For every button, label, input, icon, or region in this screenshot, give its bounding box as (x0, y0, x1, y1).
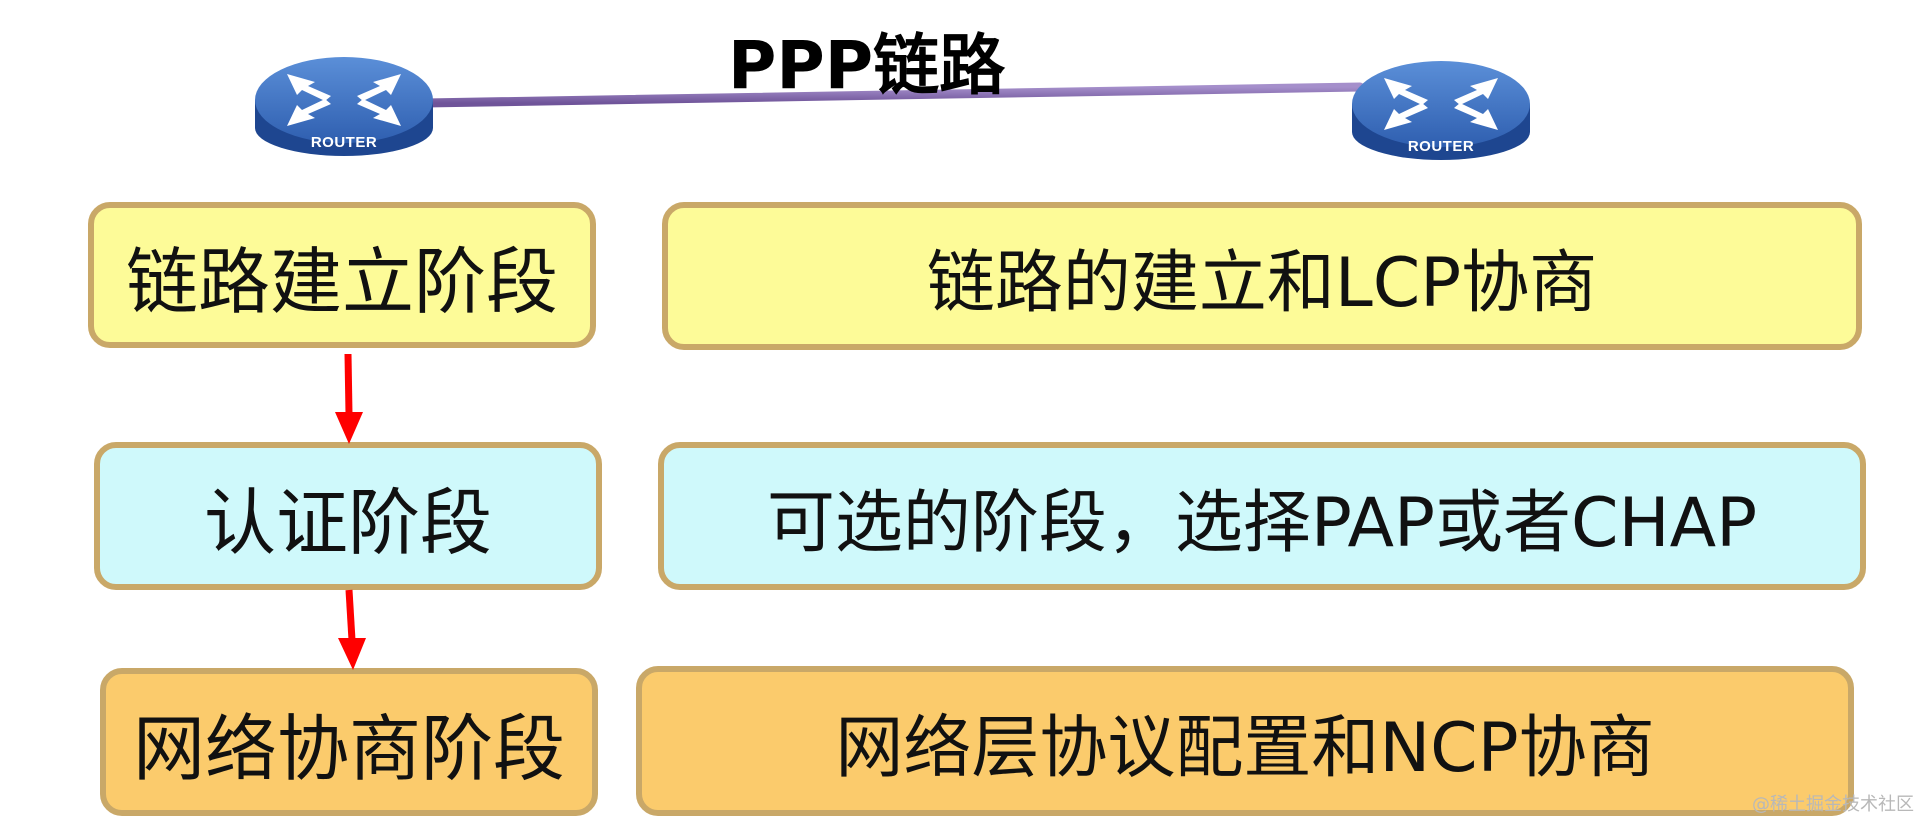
phase-box-authentication: 认证阶段 (94, 442, 602, 590)
description-box-link-establishment: 链路的建立和LCP协商 (662, 202, 1862, 350)
router-left: ROUTER (253, 48, 435, 158)
router-icon (1352, 61, 1530, 160)
flow-arrow-2 (338, 589, 366, 670)
ppp-link-line (420, 82, 1365, 108)
phase-box-network-negotiation: 网络协商阶段 (100, 668, 598, 816)
description-text: 可选的阶段，选择PAP或者CHAP (766, 483, 1758, 563)
phase-box-link-establishment: 链路建立阶段 (88, 202, 596, 348)
phase-label: 网络协商阶段 (132, 706, 565, 791)
diagram-title: PPP链路 (728, 27, 1006, 104)
description-text: 网络层协议配置和NCP协商 (835, 708, 1655, 788)
router-left-label: ROUTER (310, 134, 378, 151)
watermark: @稀土掘金技术社区 (1752, 794, 1914, 815)
description-box-network-negotiation: 网络层协议配置和NCP协商 (636, 666, 1854, 816)
phase-label: 认证阶段 (203, 480, 492, 565)
router-icon (255, 57, 433, 156)
flow-arrow-1 (335, 353, 363, 444)
description-box-authentication: 可选的阶段，选择PAP或者CHAP (658, 442, 1866, 590)
description-text: 链路的建立和LCP协商 (926, 243, 1598, 323)
phase-label: 链路建立阶段 (125, 239, 558, 324)
router-right-label: ROUTER (1407, 138, 1475, 155)
router-right: ROUTER (1350, 52, 1532, 162)
